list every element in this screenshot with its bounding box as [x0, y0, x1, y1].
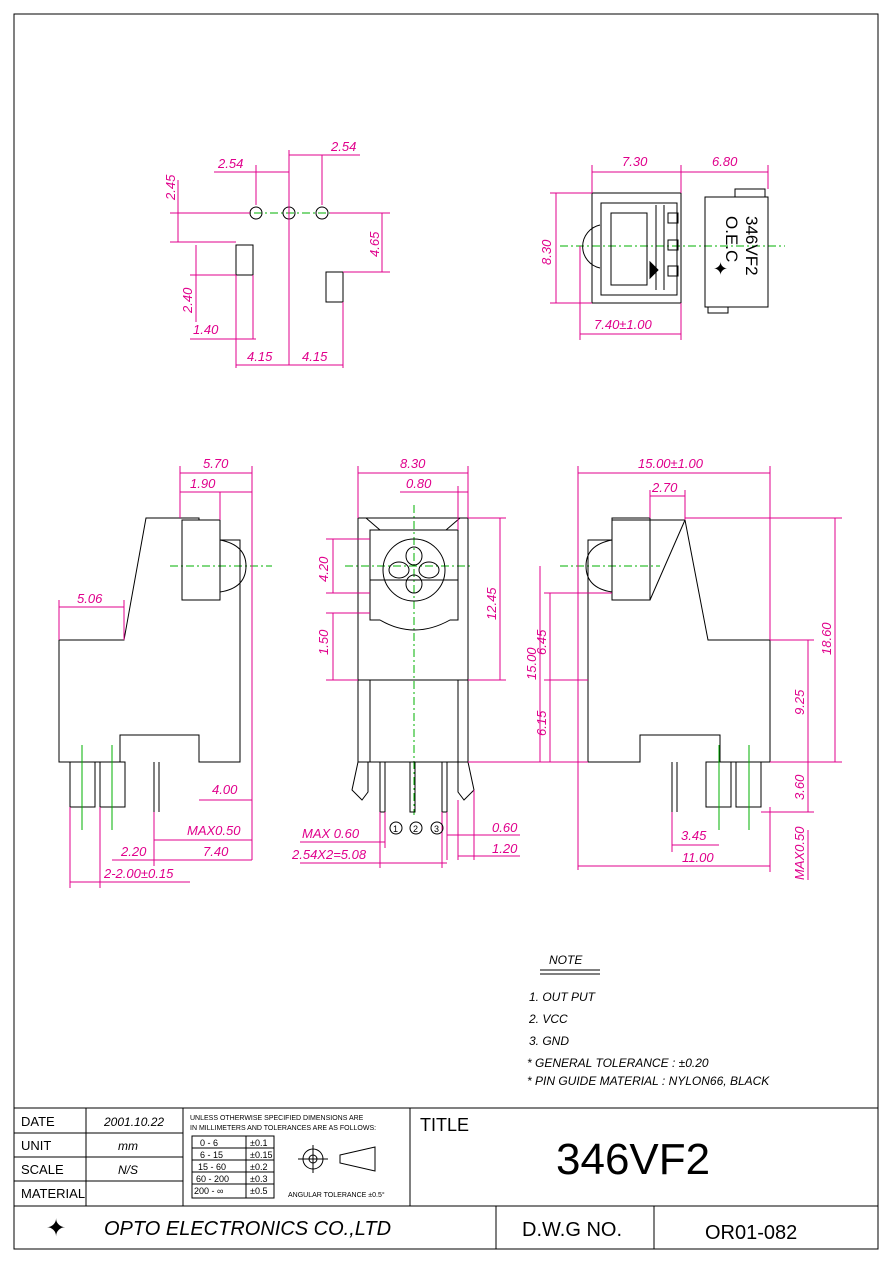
dim-415-left: 4.15 — [247, 349, 273, 364]
dim-570: 5.70 — [203, 456, 229, 471]
tol-value: ±0.3 — [250, 1174, 267, 1184]
dim-140: 1.40 — [193, 322, 219, 337]
dim-400: 4.00 — [212, 782, 238, 797]
material-label: MATERIAL — [21, 1186, 85, 1201]
tol-value: ±0.15 — [250, 1150, 272, 1160]
tol-range: 200 - ∞ — [194, 1186, 223, 1196]
sheet-border — [13, 13, 879, 1250]
dim-270: 2.70 — [651, 480, 678, 495]
date-label: DATE — [21, 1114, 55, 1129]
note-heading: NOTE — [549, 953, 583, 967]
dim-360: 3.60 — [792, 774, 807, 800]
title-block — [14, 1107, 878, 1249]
note-material: * PIN GUIDE MATERIAL : NYLON66, BLACK — [527, 1074, 770, 1088]
dim-415-right: 4.15 — [302, 349, 328, 364]
company-logo-icon: ✦ — [46, 1215, 66, 1242]
dim-080: 0.80 — [406, 476, 432, 491]
right-side-view — [544, 466, 842, 880]
dim-1500-front: 15.00 — [524, 647, 539, 680]
dim-740-left: 7.40 — [203, 844, 229, 859]
dim-max060: MAX 0.60 — [302, 826, 360, 841]
scale-label: SCALE — [21, 1162, 64, 1177]
dim-pin-pitch-left: 2.54 — [217, 156, 243, 171]
dim-680: 6.80 — [712, 154, 738, 169]
pin-3-label: 3 — [434, 824, 439, 834]
angular-tolerance: ANGULAR TOLERANCE ±0.5° — [288, 1191, 385, 1199]
unit-value: mm — [118, 1139, 138, 1153]
dim-max050-right: MAX0.50 — [792, 826, 807, 880]
pcb-layout-view — [170, 150, 390, 368]
dim-508: 2.54X2=5.08 — [291, 847, 367, 862]
dim-830-front: 8.30 — [400, 456, 426, 471]
dim-1245: 12.45 — [484, 587, 499, 620]
tol-range: 60 - 200 — [196, 1174, 229, 1184]
unit-label: UNIT — [21, 1138, 51, 1153]
tol-range: 15 - 60 — [198, 1162, 226, 1172]
top-view — [550, 165, 785, 340]
dwg-label: D.W.G NO. — [522, 1219, 622, 1241]
dim-max050-left: MAX0.50 — [187, 823, 241, 838]
note-block: NOTE 1. OUT PUT 2. VCC 3. GND * GENERAL … — [527, 953, 770, 1088]
dim-830-top: 8.30 — [539, 239, 554, 265]
dim-2x200: 2-2.00±0.15 — [103, 866, 174, 881]
tol-value: ±0.2 — [250, 1162, 267, 1172]
dim-465: 4.65 — [367, 231, 382, 257]
scale-value: N/S — [118, 1163, 138, 1177]
left-side-view — [58, 466, 272, 888]
dim-1860: 18.60 — [819, 622, 834, 655]
note-tolerance: * GENERAL TOLERANCE : ±0.20 — [527, 1056, 709, 1070]
dim-240: 2.40 — [180, 287, 195, 314]
dim-925: 9.25 — [792, 689, 807, 715]
tolerance-note-1: UNLESS OTHERWISE SPECIFIED DIMENSIONS AR… — [190, 1115, 364, 1122]
dim-245: 2.45 — [163, 174, 178, 201]
dwg-number: OR01-082 — [705, 1222, 797, 1244]
dim-730: 7.30 — [622, 154, 648, 169]
tol-range: 0 - 6 — [200, 1138, 218, 1148]
dim-615: 6.15 — [534, 710, 549, 736]
dim-120: 1.20 — [492, 841, 518, 856]
tolerance-table: 0 - 6 ±0.1 6 - 15 ±0.15 15 - 60 ±0.2 60 … — [194, 1138, 272, 1196]
date-value: 2001.10.22 — [103, 1115, 164, 1129]
company-name: OPTO ELECTRONICS CO.,LTD — [104, 1218, 391, 1240]
pin-1-label: 1 — [393, 824, 398, 834]
dim-190: 1.90 — [190, 476, 216, 491]
dim-345: 3.45 — [681, 828, 707, 843]
note-item-3: 3. GND — [529, 1034, 569, 1048]
dim-645: 6.45 — [534, 629, 549, 655]
title-label: TITLE — [420, 1115, 469, 1135]
front-view — [300, 466, 546, 868]
dim-740-tol: 7.40±1.00 — [594, 317, 653, 332]
body-label-oec: O.E.C — [722, 216, 741, 262]
dim-1500-right: 15.00±1.00 — [638, 456, 704, 471]
title-value: 346VF2 — [556, 1135, 710, 1184]
dim-1100: 11.00 — [682, 850, 714, 865]
tol-value: ±0.1 — [250, 1138, 267, 1148]
dim-pin-pitch-right: 2.54 — [330, 139, 356, 154]
tol-value: ±0.5 — [250, 1186, 267, 1196]
dim-060: 0.60 — [492, 820, 518, 835]
dim-506: 5.06 — [77, 591, 103, 606]
body-label-part: 346VF2 — [742, 216, 761, 276]
note-item-2: 2. VCC — [528, 1012, 568, 1026]
oec-logo-icon: ✦ — [713, 259, 728, 279]
tol-range: 6 - 15 — [200, 1150, 223, 1160]
pin-2-label: 2 — [413, 824, 418, 834]
tolerance-note-2: IN MILLIMETERS AND TOLERANCES ARE AS FOL… — [190, 1125, 376, 1132]
dim-220: 2.20 — [120, 844, 147, 859]
dim-420: 4.20 — [316, 556, 331, 582]
note-item-1: 1. OUT PUT — [529, 990, 597, 1004]
dim-150: 1.50 — [316, 629, 331, 655]
